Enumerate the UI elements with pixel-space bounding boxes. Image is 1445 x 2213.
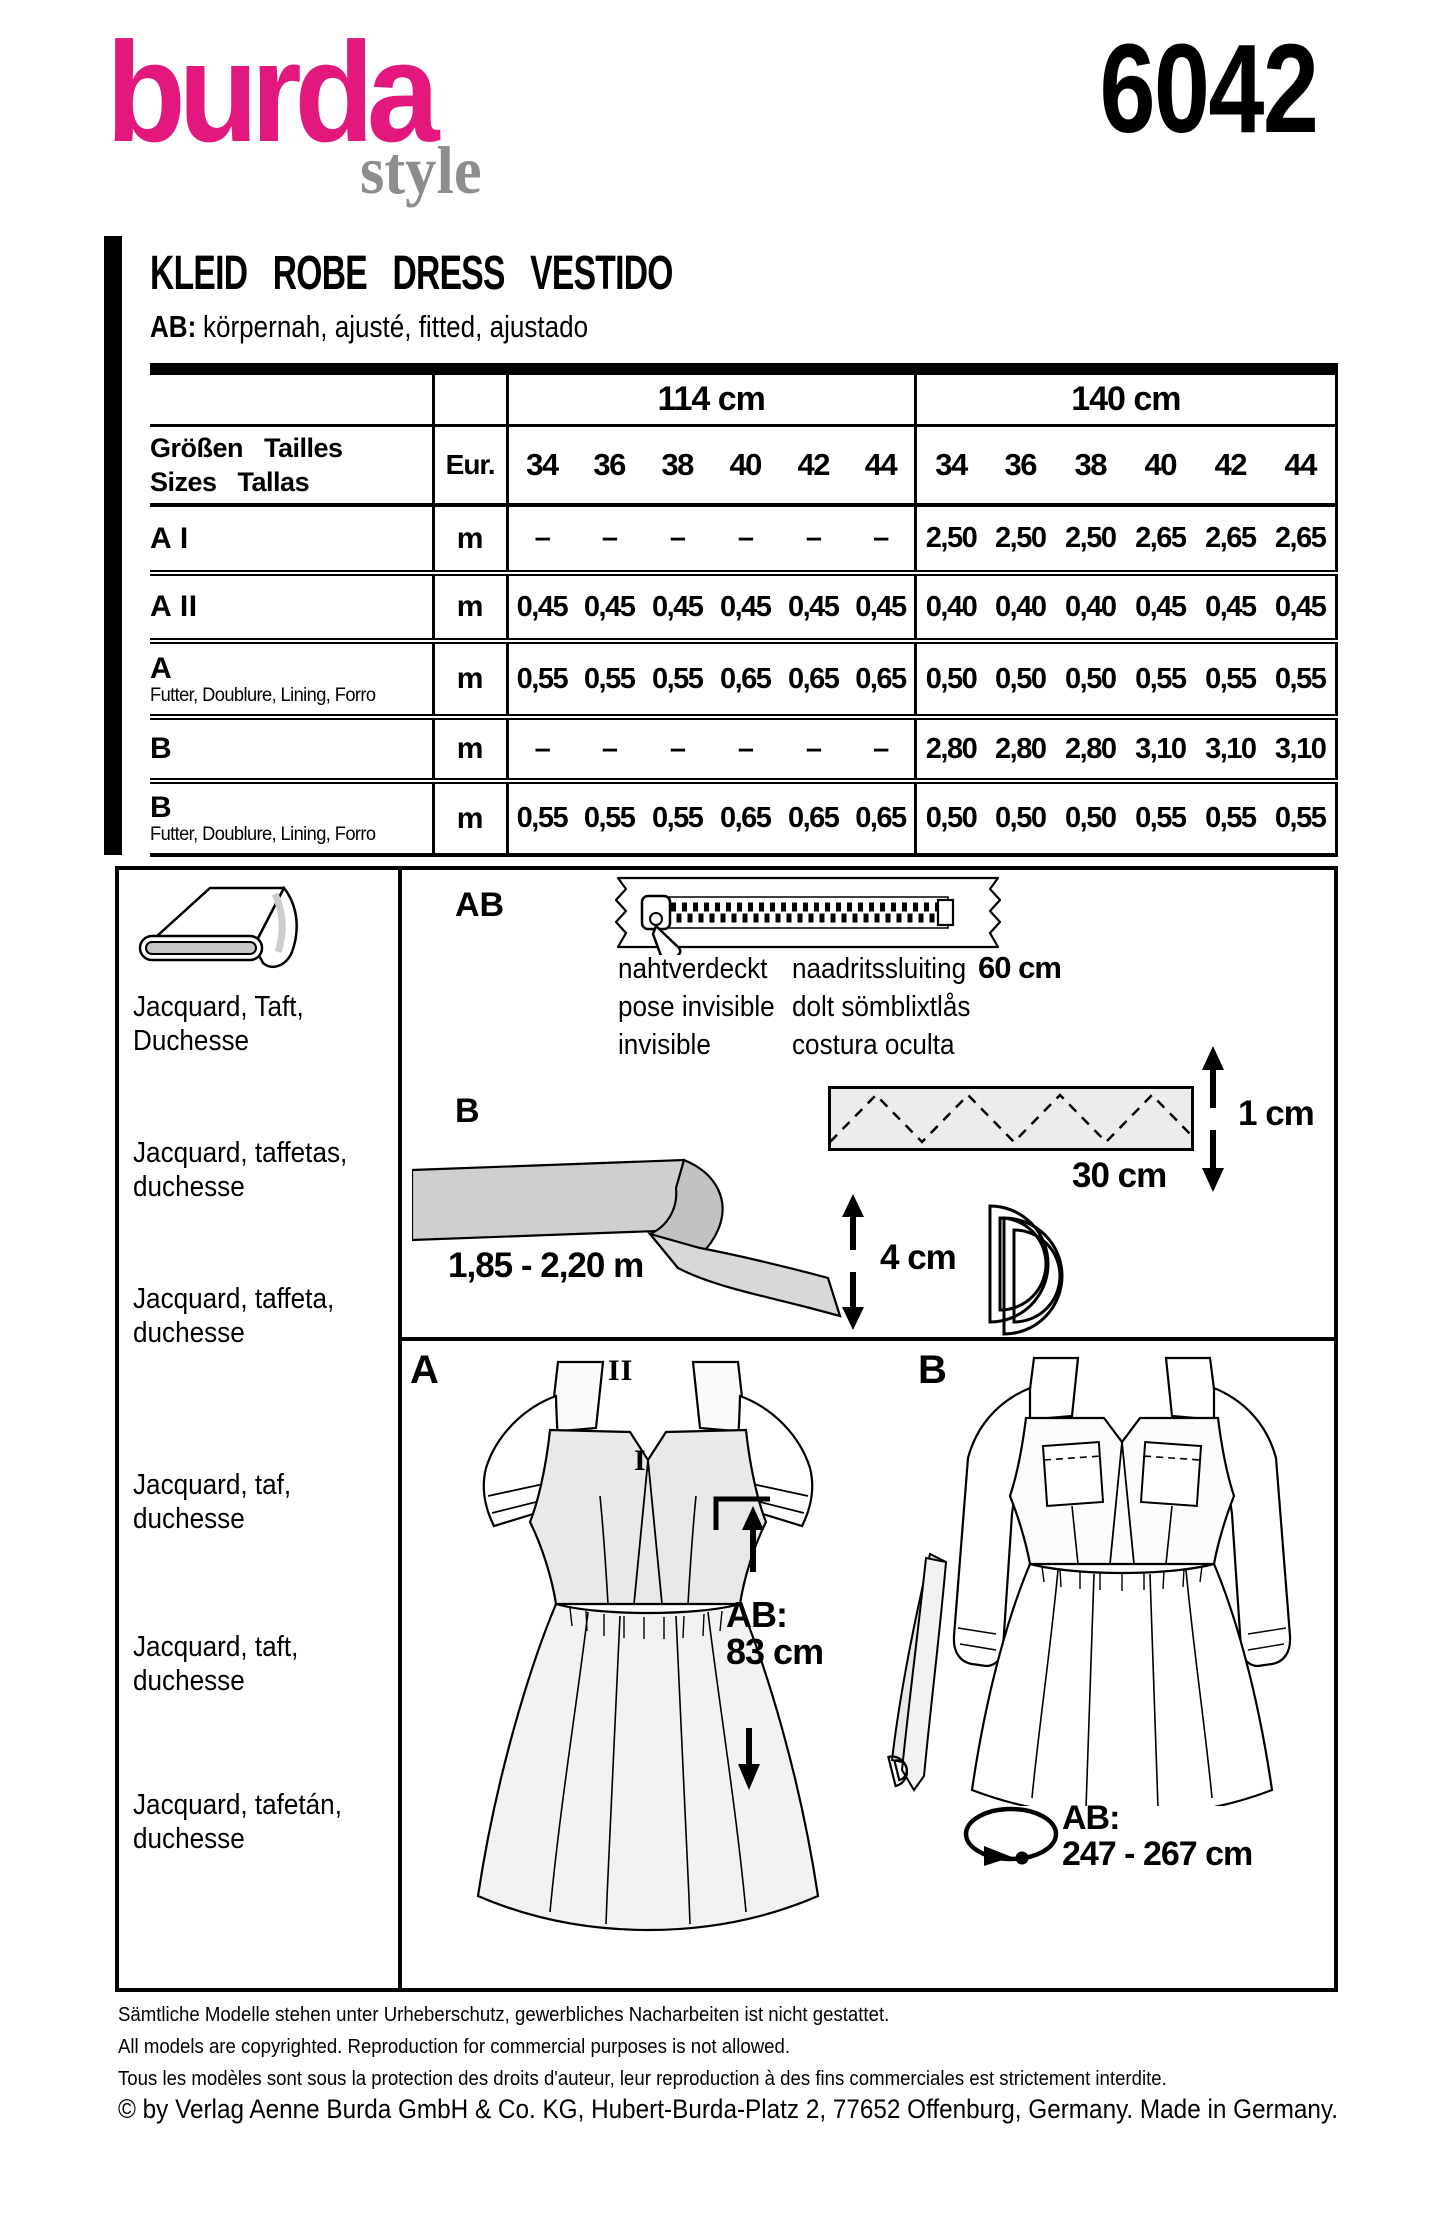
zipper-length: 60 cm [978,950,1062,985]
table-top-bar [150,363,1338,375]
interfacing-height: 1 cm [1238,1094,1315,1133]
ribbon-length: 1,85 - 2,20 m [448,1246,644,1285]
size-header: Größen Tailles Sizes Tallas [150,425,434,507]
zipper-views-label: AB [455,886,505,924]
zipper-text-col2: naadritssluiting dolt sömblixtlås costur… [792,953,971,1061]
table-row: A Futter, Doublure, Lining, Forro m 0,55… [150,641,1339,720]
hem-width-measure: AB:247 - 267 cm [1062,1799,1253,1873]
belt-view-label: B [455,1092,480,1130]
fabric-requirements-table: 114 cm 140 cm Größen Tailles Sizes Talla… [150,363,1339,857]
eur-label: Eur. [431,425,508,507]
fabric-item: Jacquard, taffetas,duchesse [133,1137,348,1203]
copyright-line-fr: Tous les modèles sont sous la protection… [118,2068,1167,2090]
subtitle-views-label: AB: [150,309,197,344]
burda-logo: burda [106,13,439,172]
section-divider [398,1337,1338,1341]
one-cm-arrow-icon [1202,1046,1224,1192]
page-title: KLEID ROBE DRESS VESTIDO [150,247,673,300]
subtitle-text: körpernah, ajusté, fitted, ajustado [203,309,589,344]
back-length-measure: AB:83 cm [726,1594,824,1672]
table-row: A I m – – – – – – 2,50 2,50 2,50 2,65 2,… [150,505,1339,576]
fabric-bolt-icon [138,885,298,968]
length-down-arrow-icon [738,1728,760,1790]
ribbon-icon [412,1158,842,1318]
fabric-item: Jacquard, tafetán,duchesse [133,1789,342,1855]
pattern-number: 6042 [1099,18,1318,159]
hem-circumference-icon [963,1806,1059,1866]
fabric-item: Jacquard, taffeta,duchesse [133,1283,335,1349]
d-rings-icon [988,1204,1064,1336]
zipper-text-col1: nahtverdeckt pose invisible invisible [618,953,775,1061]
width-group-114: 114 cm [505,375,916,427]
roman-numeral-i: I [634,1444,647,1477]
copyright-publisher: © by Verlag Aenne Burda GmbH & Co. KG, H… [118,2094,1339,2124]
table-row: B m – – – – – – 2,80 2,80 2,80 3,10 3,10… [150,717,1339,784]
table-row: B Futter, Doublure, Lining, Forro m 0,55… [150,781,1339,857]
tie-belt-drawing [887,1552,948,1792]
view-b-label: B [918,1348,947,1392]
table-row: A II m 0,45 0,45 0,45 0,45 0,45 0,45 0,4… [150,573,1339,644]
interfacing-strip-icon [828,1086,1194,1151]
width-group-140: 140 cm [913,375,1339,427]
sidebar-divider [398,866,402,1992]
view-a-label: A [410,1348,439,1392]
invisible-zipper-icon [614,876,1002,955]
fabric-item: Jacquard, Taft,Duchesse [133,991,304,1057]
left-accent-bar [104,236,122,855]
dress-a-drawing [476,1360,820,1932]
ribbon-width: 4 cm [880,1238,957,1277]
four-cm-arrow-icon [842,1194,864,1330]
fabric-item: Jacquard, taft,duchesse [133,1631,299,1697]
details-box [115,866,1338,1992]
length-bracket-up-arrow-icon [713,1496,770,1572]
copyright-line-en: All models are copyrighted. Reproduction… [118,2036,790,2058]
fabric-item: Jacquard, taf,duchesse [133,1469,292,1535]
page-subtitle: AB:körpernah, ajusté, fitted, ajustado [150,309,588,345]
interfacing-length: 30 cm [1072,1156,1167,1195]
dress-b-drawing [952,1356,1292,1806]
roman-numeral-ii: II [608,1354,634,1387]
style-logo: style [360,132,482,208]
copyright-line-de: Sämtliche Modelle stehen unter Urhebersc… [118,2004,890,2026]
